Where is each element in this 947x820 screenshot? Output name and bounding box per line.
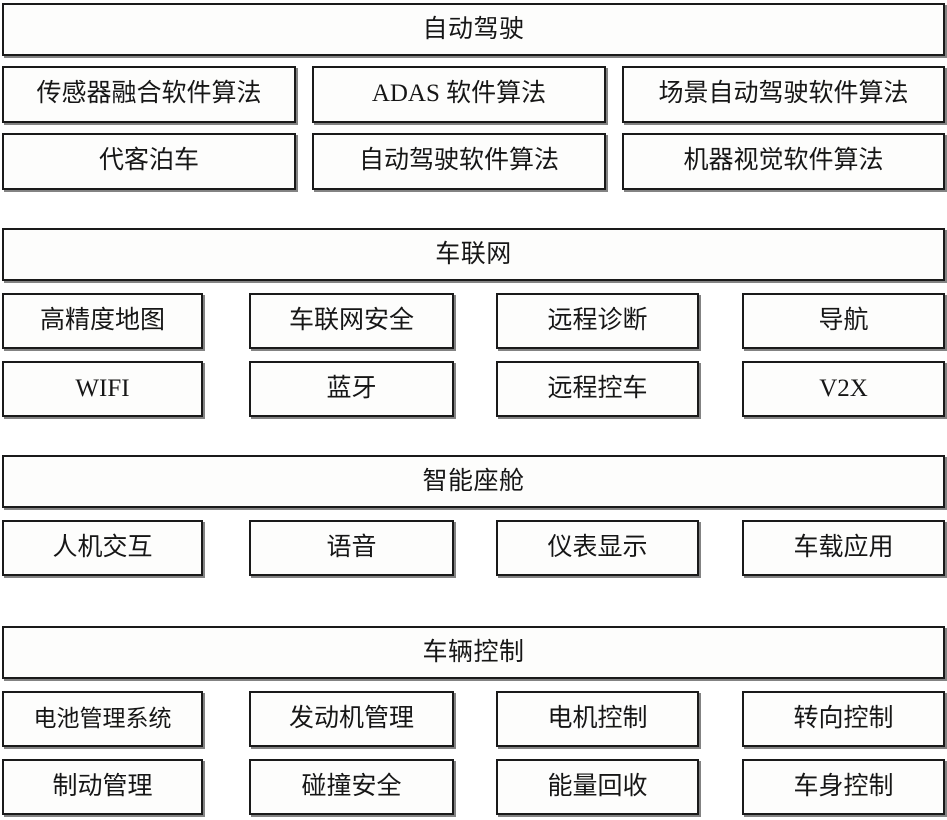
section-row: 传感器融合软件算法 ADAS 软件算法 场景自动驾驶软件算法 [0, 66, 947, 123]
section-row: 制动管理 碰撞安全 能量回收 车身控制 [0, 759, 947, 815]
block-wifi[interactable]: WIFI [2, 361, 203, 417]
section-row: 电池管理系统 发动机管理 电机控制 转向控制 [0, 691, 947, 747]
block-battery-management-system[interactable]: 电池管理系统 [2, 691, 203, 747]
block-in-vehicle-applications[interactable]: 车载应用 [742, 520, 945, 576]
block-scenario-autonomous-driving-algorithm[interactable]: 场景自动驾驶软件算法 [622, 66, 945, 123]
block-navigation[interactable]: 导航 [742, 293, 945, 349]
section-row: 代客泊车 自动驾驶软件算法 机器视觉软件算法 [0, 133, 947, 190]
block-machine-vision-algorithm[interactable]: 机器视觉软件算法 [622, 133, 945, 190]
block-energy-recovery[interactable]: 能量回收 [496, 759, 699, 815]
section-vehicle-control: 车辆控制 电池管理系统 发动机管理 电机控制 转向控制 制动管理 碰撞安全 能量… [0, 623, 947, 820]
block-autonomous-driving-algorithm[interactable]: 自动驾驶软件算法 [312, 133, 606, 190]
block-adas-algorithm[interactable]: ADAS 软件算法 [312, 66, 606, 123]
block-human-machine-interaction[interactable]: 人机交互 [2, 520, 203, 576]
block-body-control[interactable]: 车身控制 [742, 759, 945, 815]
section-header-autonomous-driving: 自动驾驶 [2, 3, 945, 56]
block-instrument-display[interactable]: 仪表显示 [496, 520, 699, 576]
section-row: WIFI 蓝牙 远程控车 V2X [0, 361, 947, 417]
section-row: 人机交互 语音 仪表显示 车载应用 [0, 520, 947, 576]
block-motor-control[interactable]: 电机控制 [496, 691, 699, 747]
block-engine-management[interactable]: 发动机管理 [249, 691, 454, 747]
block-steering-control[interactable]: 转向控制 [742, 691, 945, 747]
section-header-connected-vehicle: 车联网 [2, 228, 945, 281]
section-row: 高精度地图 车联网安全 远程诊断 导航 [0, 293, 947, 349]
block-brake-management[interactable]: 制动管理 [2, 759, 203, 815]
block-remote-vehicle-control[interactable]: 远程控车 [496, 361, 699, 417]
section-header-vehicle-control: 车辆控制 [2, 626, 945, 679]
section-autonomous-driving: 自动驾驶 传感器融合软件算法 ADAS 软件算法 场景自动驾驶软件算法 代客泊车… [0, 0, 947, 196]
block-connected-vehicle-security[interactable]: 车联网安全 [249, 293, 454, 349]
block-bluetooth[interactable]: 蓝牙 [249, 361, 454, 417]
block-voice[interactable]: 语音 [249, 520, 454, 576]
block-remote-diagnostics[interactable]: 远程诊断 [496, 293, 699, 349]
block-sensor-fusion-algorithm[interactable]: 传感器融合软件算法 [2, 66, 296, 123]
block-valet-parking[interactable]: 代客泊车 [2, 133, 296, 190]
block-collision-safety[interactable]: 碰撞安全 [249, 759, 454, 815]
section-header-smart-cockpit: 智能座舱 [2, 455, 945, 508]
section-connected-vehicle: 车联网 高精度地图 车联网安全 远程诊断 导航 WIFI 蓝牙 远程控车 V2X [0, 225, 947, 420]
block-v2x[interactable]: V2X [742, 361, 945, 417]
section-smart-cockpit: 智能座舱 人机交互 语音 仪表显示 车载应用 [0, 452, 947, 580]
block-hd-map[interactable]: 高精度地图 [2, 293, 203, 349]
